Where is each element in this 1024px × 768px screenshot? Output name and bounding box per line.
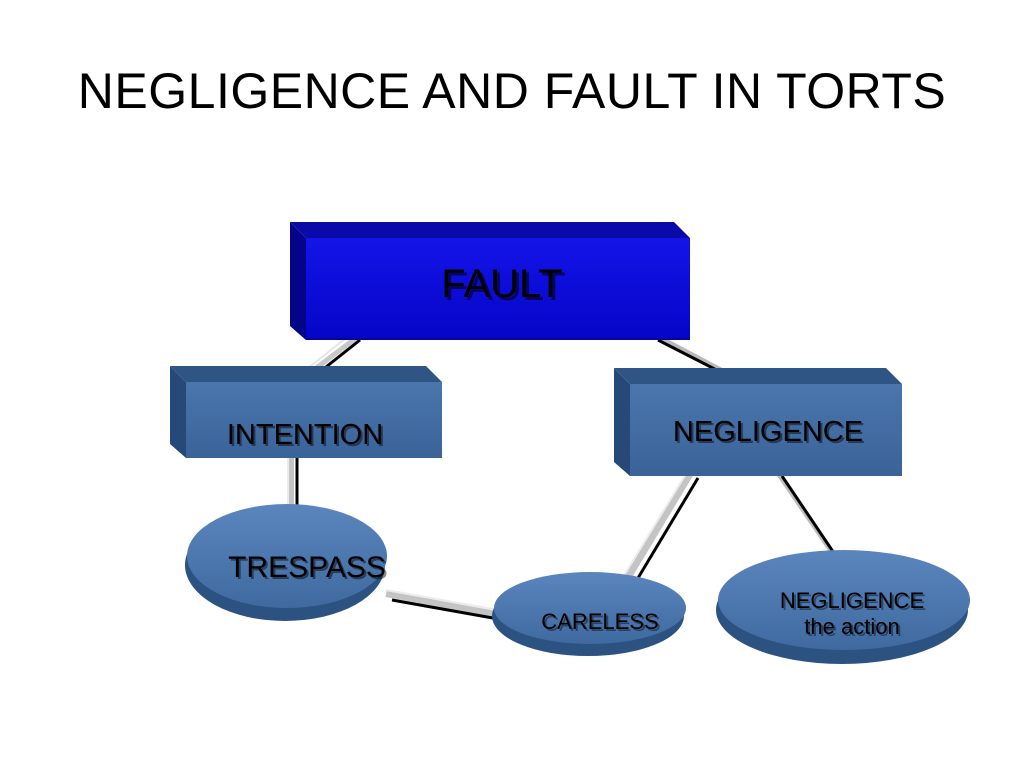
node-negligence: NEGLIGENCE NEGLIGENCE xyxy=(614,368,902,476)
node-trespass: TRESPASS TRESPASS xyxy=(185,504,388,621)
node-careless: CARELESS CARELESS xyxy=(492,572,686,656)
negligence-action-label-line1: NEGLIGENCE xyxy=(780,588,924,613)
svg-text:TRESPASS: TRESPASS xyxy=(230,553,388,586)
node-negligence-action: NEGLIGENCE NEGLIGENCE the action the act… xyxy=(716,550,970,664)
negligence-label: NEGLIGENCE xyxy=(673,416,863,448)
connector-negligence-careless xyxy=(619,472,700,589)
intention-label: INTENTION xyxy=(227,419,383,451)
node-fault: FAULT FAULT xyxy=(290,222,690,340)
connector-trespass-careless xyxy=(385,589,505,622)
svg-text:FAULT: FAULT xyxy=(444,265,566,309)
node-intention: INTENTION INTENTION xyxy=(170,366,442,458)
slide-title: NEGLIGENCE AND FAULT IN TORTS xyxy=(77,63,947,119)
careless-label: CARELESS xyxy=(541,609,658,634)
svg-text:the action: the action xyxy=(806,616,901,641)
connector-intention-trespass xyxy=(287,458,299,510)
trespass-label: TRESPASS xyxy=(228,551,386,584)
svg-text:INTENTION: INTENTION xyxy=(229,421,385,453)
svg-text:CARELESS: CARELESS xyxy=(543,611,660,636)
svg-text:NEGLIGENCE: NEGLIGENCE xyxy=(675,418,865,450)
connector-negligence-action xyxy=(773,468,842,563)
svg-text:NEGLIGENCE: NEGLIGENCE xyxy=(782,590,926,615)
fault-label: FAULT xyxy=(441,262,563,306)
negligence-action-label-line2: the action xyxy=(804,614,899,639)
